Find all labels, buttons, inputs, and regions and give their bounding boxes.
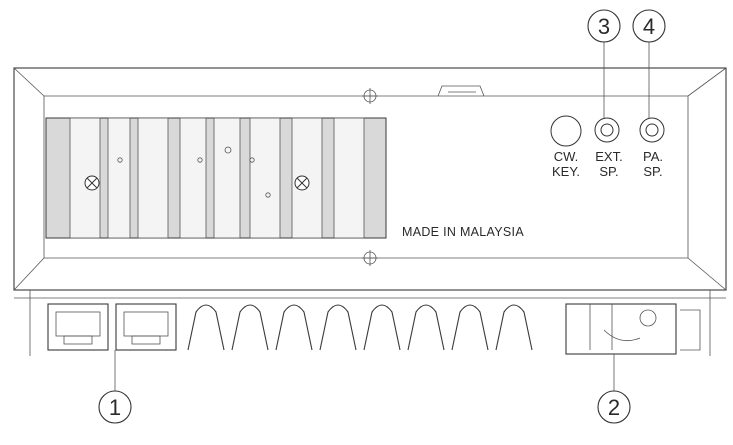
callout-2-number: 2	[608, 395, 620, 420]
made-in-label: MADE IN MALAYSIA	[402, 225, 524, 239]
heatsink	[45, 117, 387, 239]
callout-1: 1	[98, 390, 132, 424]
mount-hole-icon	[362, 88, 378, 104]
modular-connector-jack[interactable]	[115, 303, 177, 351]
callout-4: 4	[632, 9, 666, 43]
mount-hole-icon	[362, 250, 378, 266]
dc-power-connector[interactable]	[565, 303, 701, 355]
callout-4-number: 4	[643, 14, 655, 39]
ext-sp-label-line1: EXT.	[595, 149, 622, 164]
bottom-strip	[14, 290, 726, 356]
callout-3: 3	[587, 9, 621, 43]
callout-1-number: 1	[109, 395, 121, 420]
pa-sp-label-line2: SP.	[643, 164, 662, 179]
pa-sp-label-line1: PA.	[643, 149, 663, 164]
ext-sp-jack[interactable]	[594, 117, 620, 143]
cw-key-jack[interactable]	[550, 115, 582, 147]
cw-key-label-line2: KEY.	[552, 164, 580, 179]
screw-icon	[294, 175, 310, 191]
screw-icon	[84, 175, 100, 191]
callout-3-number: 3	[598, 14, 610, 39]
cable-guides	[187, 304, 533, 351]
callout-2: 2	[597, 390, 631, 424]
pa-sp-jack[interactable]	[639, 117, 665, 143]
ext-sp-label-line2: SP.	[599, 164, 618, 179]
chassis	[13, 67, 727, 291]
cw-key-label-line1: CW.	[554, 149, 579, 164]
modular-connector-jack[interactable]	[47, 303, 109, 351]
